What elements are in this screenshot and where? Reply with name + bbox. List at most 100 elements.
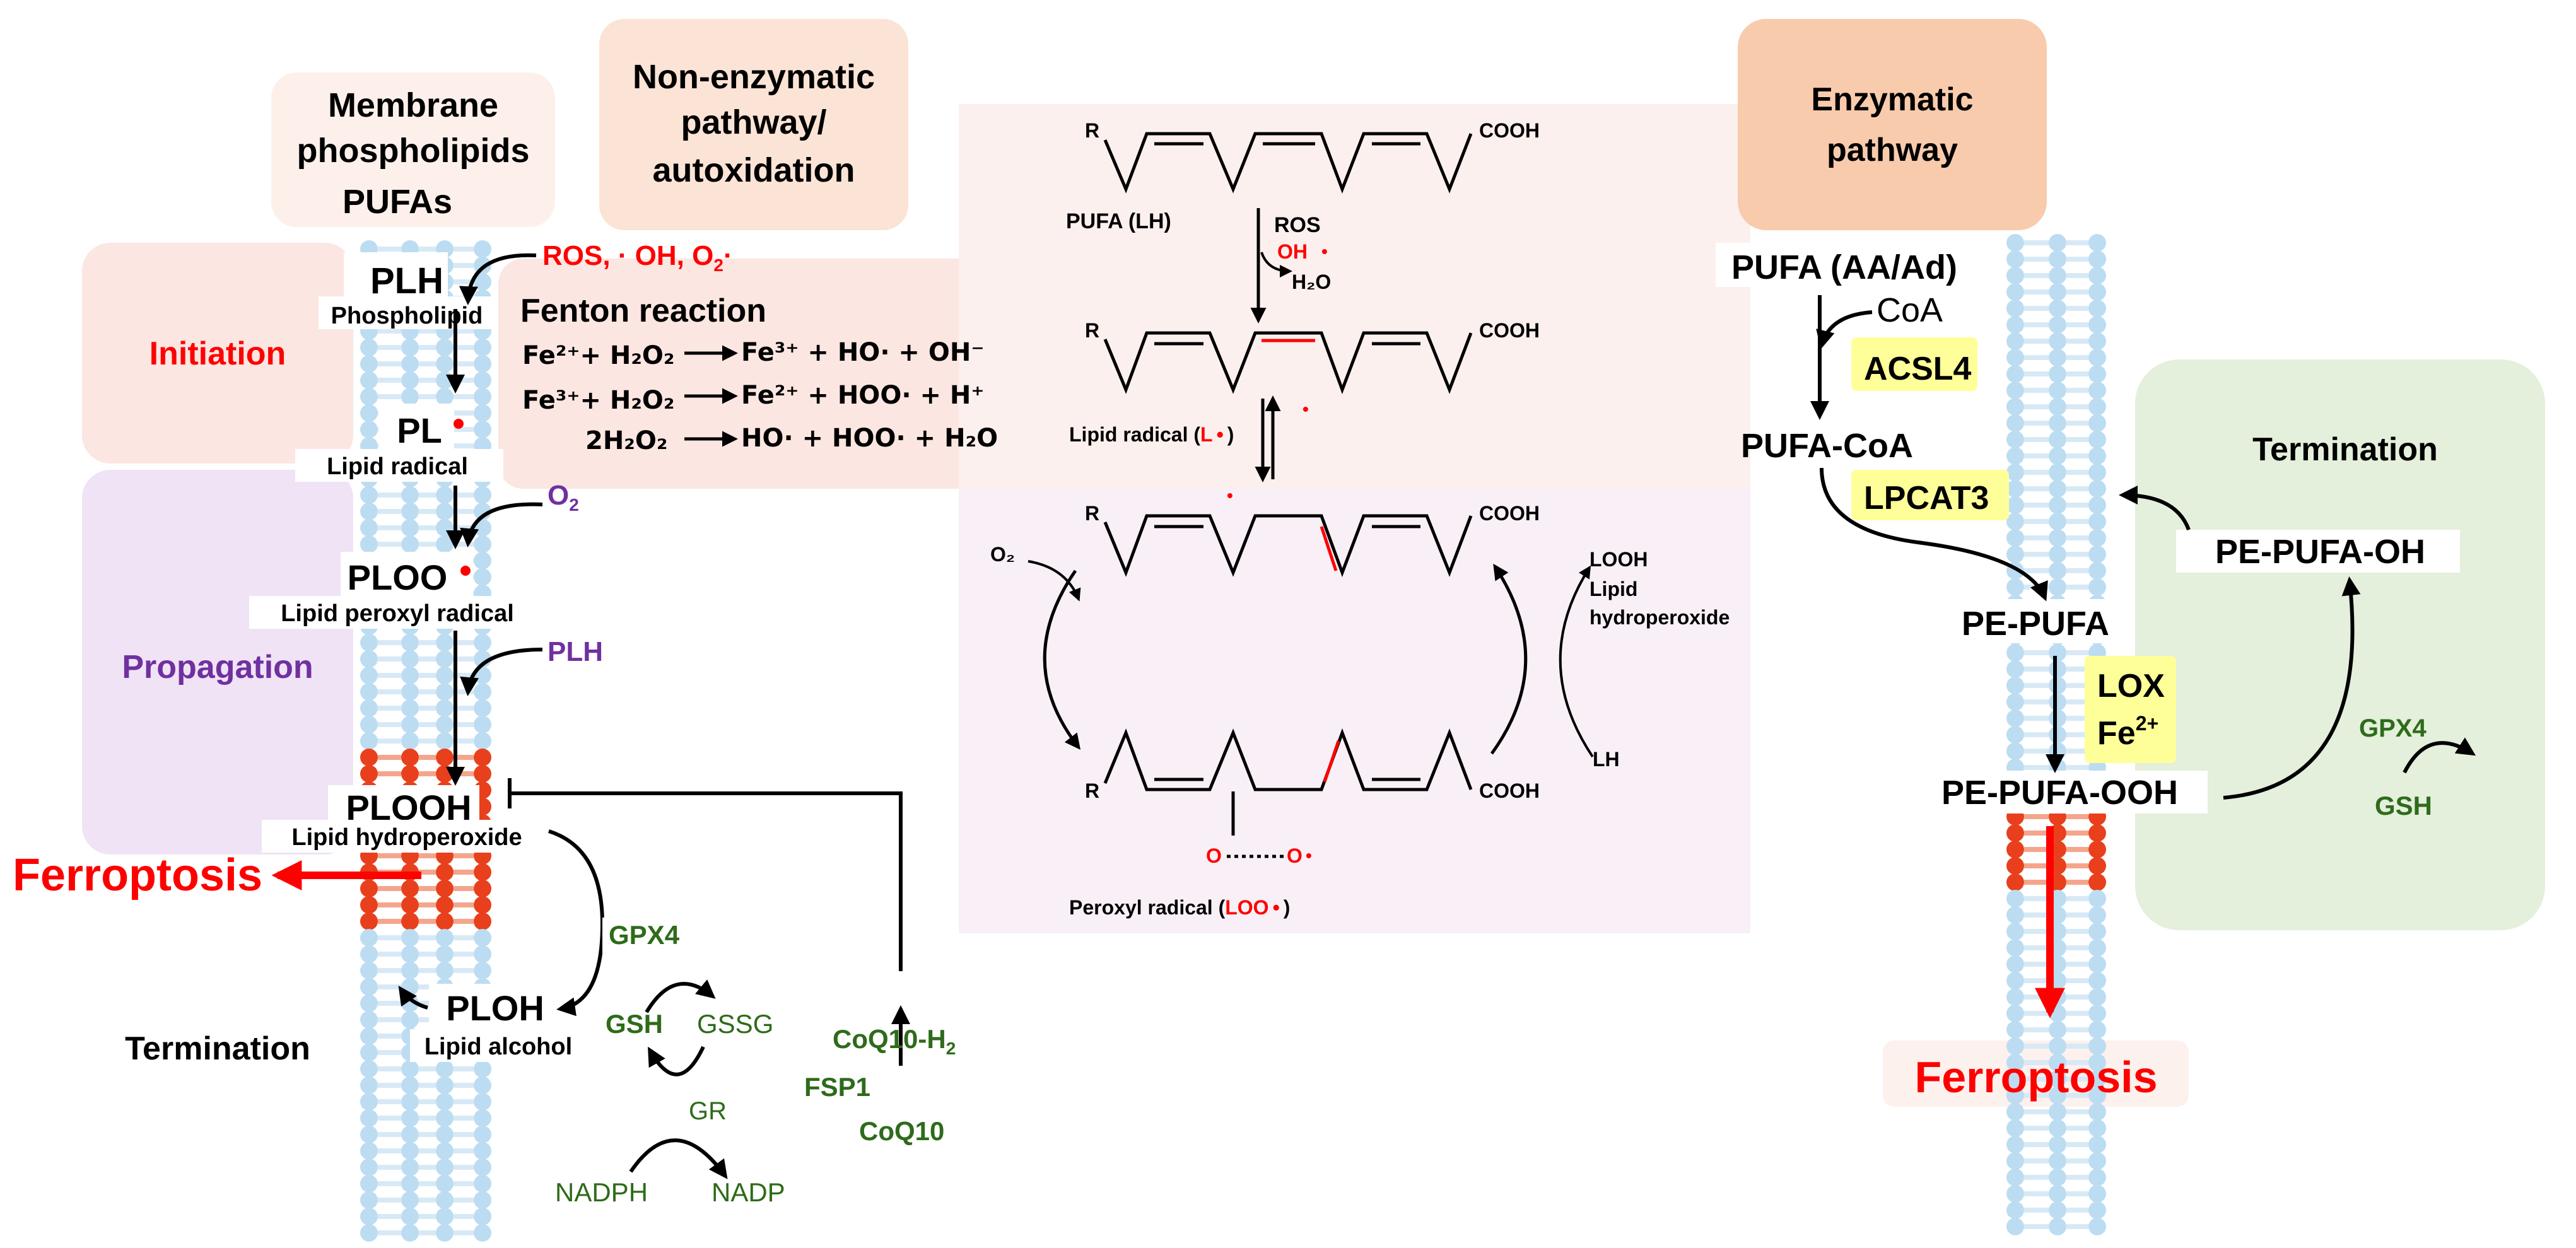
lipid-head <box>436 945 454 963</box>
lh-label: LH <box>1593 748 1620 771</box>
lipid-head <box>2049 1103 2066 1121</box>
lipid-head <box>436 880 454 897</box>
lipid-head <box>360 535 378 553</box>
pr-red-bond <box>1323 740 1340 783</box>
right-membrane <box>2006 234 2106 1235</box>
pl-label: PL <box>397 411 442 450</box>
lipid-head <box>436 683 454 701</box>
lipid-head <box>360 1142 378 1160</box>
lipid-head <box>2088 988 2106 1006</box>
lipid-head <box>2006 726 2024 744</box>
lipid-head <box>360 749 378 766</box>
enzymatic-title-line2: pathway <box>1827 132 1958 168</box>
lr-cooh-label: COOH <box>1479 319 1540 342</box>
lipid-head <box>2088 513 2106 530</box>
lipid-head <box>2049 382 2066 399</box>
enzymatic-title-line1: Enzymatic <box>1811 81 1973 118</box>
ros-label: ROS, · OH, O2· <box>542 240 733 275</box>
lipid-head <box>474 535 491 553</box>
lipid-head <box>436 732 454 750</box>
lipid-head <box>2006 529 2024 547</box>
termination-label-left: Termination <box>125 1030 310 1067</box>
lipid-head <box>2088 300 2106 317</box>
ros-mid-label: ROS <box>1274 213 1321 237</box>
lipid-hydroperoxide-label-bg <box>262 820 552 853</box>
lh-input-arrow <box>1559 565 1594 758</box>
gpx4-left-label: GPX4 <box>609 920 680 950</box>
lipid-head <box>401 945 419 963</box>
hydroperoxide-label: hydroperoxide <box>1590 606 1730 629</box>
lipid-head <box>2049 480 2066 498</box>
lipid-head <box>436 1158 454 1176</box>
lipid-head <box>436 355 454 373</box>
lipid-head <box>474 732 491 750</box>
lipid-head <box>2006 349 2024 366</box>
lipid-head <box>360 699 378 717</box>
lipid-head <box>436 1175 454 1193</box>
lipid-head <box>2088 1185 2106 1203</box>
lipid-head <box>2049 1037 2066 1055</box>
lipid-head <box>2049 545 2066 563</box>
lipid-head <box>2088 496 2106 514</box>
acsl4-label: ACSL4 <box>1864 351 1972 387</box>
fenton-r3-rhs: HO· + HOO· + H₂O <box>741 424 998 453</box>
pr-r-label: R <box>1085 779 1099 802</box>
lipid-head <box>436 503 454 520</box>
middle-lower-panel <box>959 489 1750 933</box>
membrane-title-line3: PUFAs <box>342 183 452 221</box>
lipid-head <box>474 568 491 586</box>
left-membrane <box>360 240 491 1242</box>
lipid-head <box>2088 562 2106 580</box>
lipid-head <box>2088 841 2106 858</box>
lipid-head <box>2049 300 2066 317</box>
lipid-head <box>2088 1103 2106 1121</box>
lipid-head <box>360 929 378 947</box>
lipid-head <box>401 1011 419 1029</box>
lipid-head <box>2006 955 2024 973</box>
lipid-head <box>436 388 454 405</box>
lipid-peroxyl-radical-label: Lipid peroxyl radical <box>281 600 514 627</box>
lipid-head <box>401 503 419 520</box>
membrane-title-line1: Membrane <box>328 86 498 124</box>
lipid-head <box>436 1060 454 1078</box>
lipid-head <box>474 749 491 766</box>
lipid-head <box>436 896 454 914</box>
lipid-head <box>401 1060 419 1078</box>
lipid-head <box>2049 677 2066 694</box>
lr-radical-dot: • <box>1303 399 1309 419</box>
lipid-head <box>2088 1070 2106 1088</box>
ros-input-arrow <box>459 253 537 305</box>
lipid-head <box>2088 873 2106 891</box>
middle-structures <box>1027 132 1594 858</box>
lipid-head <box>360 503 378 520</box>
lipid-head <box>360 945 378 963</box>
lipid-head <box>2088 1005 2106 1022</box>
h2o-release-arrow <box>1260 252 1292 277</box>
lipid-head <box>2088 382 2106 399</box>
lipid-head <box>436 339 454 356</box>
ploh-label-bg <box>429 984 555 1031</box>
lipid-head <box>2006 1152 2024 1170</box>
lipid-head <box>401 749 419 766</box>
lipid-head <box>401 896 419 914</box>
lipid-head <box>2049 1152 2066 1170</box>
lipid-head <box>2006 693 2024 711</box>
lipid-head <box>474 503 491 520</box>
lipid-head <box>360 765 378 783</box>
lipid-head <box>474 962 491 979</box>
lpcat3-label: LPCAT3 <box>1864 480 1989 516</box>
oh-mid-dot: • <box>1321 242 1328 261</box>
cd-cooh-label: COOH <box>1479 502 1540 525</box>
lipid-head <box>401 519 419 537</box>
lipid-head <box>474 765 491 783</box>
pufa-lh-label: PUFA (LH) <box>1066 209 1171 233</box>
lipid-head <box>474 634 491 651</box>
lipid-head <box>2049 709 2066 727</box>
lipid-head <box>401 355 419 373</box>
lipid-head <box>2088 1201 2106 1219</box>
lipid-head <box>360 683 378 701</box>
lipid-head <box>2006 464 2024 481</box>
pl-label-bg <box>378 404 454 454</box>
lipid-head <box>2088 1119 2106 1137</box>
